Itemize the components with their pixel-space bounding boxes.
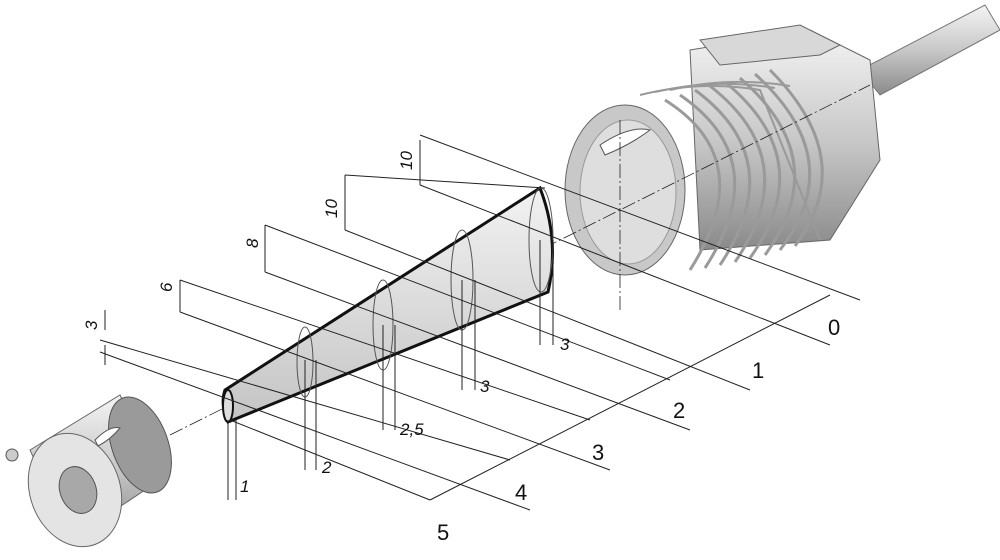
- offset-label-5: 1: [240, 477, 249, 496]
- detection-cone: [221, 185, 554, 424]
- sensor-face-highlight: [599, 128, 652, 156]
- distance-label-1: 1: [752, 358, 764, 383]
- offset-label-4: 2: [321, 458, 332, 477]
- dimension-lines: [99, 134, 861, 511]
- height-label-1: 10: [397, 151, 416, 170]
- distance-label-2: 2: [673, 398, 685, 423]
- threaded-sensor: [564, 24, 881, 276]
- height-label-5: 3: [82, 320, 101, 330]
- height-label-3: 8: [243, 238, 262, 248]
- height-label-2: 10: [322, 199, 341, 218]
- offset-label-2: 3: [480, 377, 490, 396]
- offset-label-1: 3: [560, 335, 570, 354]
- offset-label-3: 2,5: [399, 420, 424, 439]
- distance-label-4: 4: [515, 480, 527, 505]
- target-cap: [5, 394, 172, 548]
- distance-label-3: 3: [592, 440, 604, 465]
- distance-label-0: 0: [828, 315, 840, 340]
- distance-label-5: 5: [437, 520, 449, 545]
- height-label-4: 6: [157, 282, 176, 292]
- sensor-cable: [859, 4, 1000, 96]
